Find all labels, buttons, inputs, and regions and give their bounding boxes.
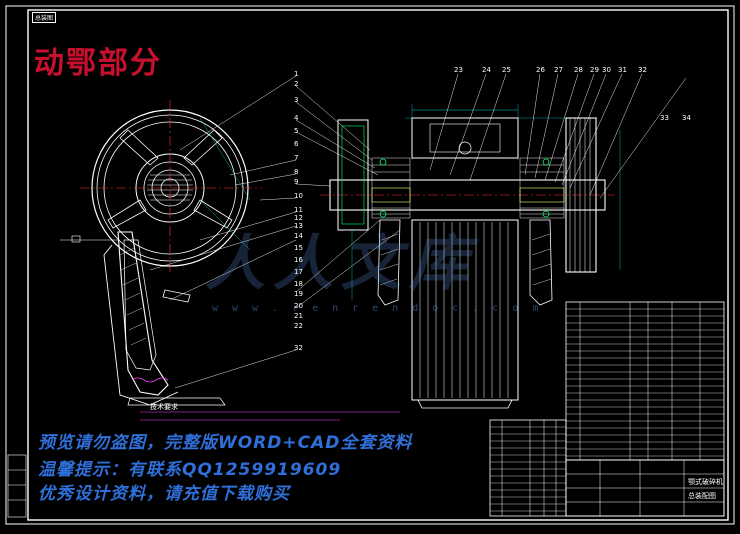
part-label: 12 [294, 214, 303, 222]
part-label: 10 [294, 192, 303, 200]
parts-list [565, 301, 725, 461]
part-label: 13 [294, 222, 303, 230]
part-label: 19 [294, 290, 303, 298]
parts-list-rows [566, 308, 724, 457]
outer-frame [5, 5, 735, 525]
leader-lines-left [149, 75, 401, 389]
part-label: 9 [294, 178, 299, 186]
part-label: 26 [536, 66, 545, 74]
part-label: 4 [294, 114, 299, 122]
part-label: 25 [502, 66, 511, 74]
drawing-title: 动鄂部分 [34, 46, 162, 81]
watermark-line-3: 优秀设计资料，请充值下载购买 [38, 484, 290, 504]
watermark-line-2: 温馨提示：有联系QQ1259919609 [38, 460, 342, 480]
part-label: 20 [294, 302, 303, 310]
part-label: 14 [294, 232, 303, 240]
part-label: 16 [294, 256, 303, 264]
part-label: 5 [294, 127, 299, 135]
inner-frame [27, 9, 729, 521]
part-label: 2 [294, 80, 299, 88]
watermark-line-1: 预览请勿盗图，完整版WORD+CAD全套资料 [38, 433, 413, 453]
tech-notes [140, 411, 400, 421]
part-label: 15 [294, 244, 303, 252]
part-label: 3 [294, 96, 299, 104]
part-label: 34 [682, 114, 691, 122]
part-label: 1 [294, 70, 299, 78]
part-label: 29 [590, 66, 599, 74]
center-watermark: 人人文库 [205, 229, 477, 299]
center-watermark-url: www.renrendoc.com [212, 303, 553, 314]
part-label: 21 [294, 312, 303, 320]
part-label: 30 [602, 66, 611, 74]
parts-list-lower [489, 419, 567, 517]
front-view [320, 104, 621, 409]
part-label: 28 [574, 66, 583, 74]
part-label: 7 [294, 154, 299, 162]
binding-strip [7, 454, 27, 518]
leader-lines-top [429, 73, 687, 199]
title-block [565, 459, 725, 517]
part-label: 32 [294, 344, 303, 352]
part-label: 8 [294, 168, 299, 176]
part-label: 6 [294, 140, 299, 148]
part-label: 32 [638, 66, 647, 74]
title-block-name: 颚式破碎机 [688, 478, 723, 486]
part-label: 31 [618, 66, 627, 74]
part-label: 24 [482, 66, 491, 74]
part-label: 33 [660, 114, 669, 122]
side-view [60, 100, 262, 406]
part-label: 22 [294, 322, 303, 330]
part-label: 23 [454, 66, 463, 74]
title-block-sub: 总装配图 [688, 492, 716, 500]
tech-requirements-title: 技术要求 [150, 403, 178, 411]
part-label: 11 [294, 206, 303, 214]
drawing-tag: 总装图 [32, 12, 57, 23]
part-label: 17 [294, 268, 303, 276]
part-label: 18 [294, 280, 303, 288]
part-label: 27 [554, 66, 563, 74]
